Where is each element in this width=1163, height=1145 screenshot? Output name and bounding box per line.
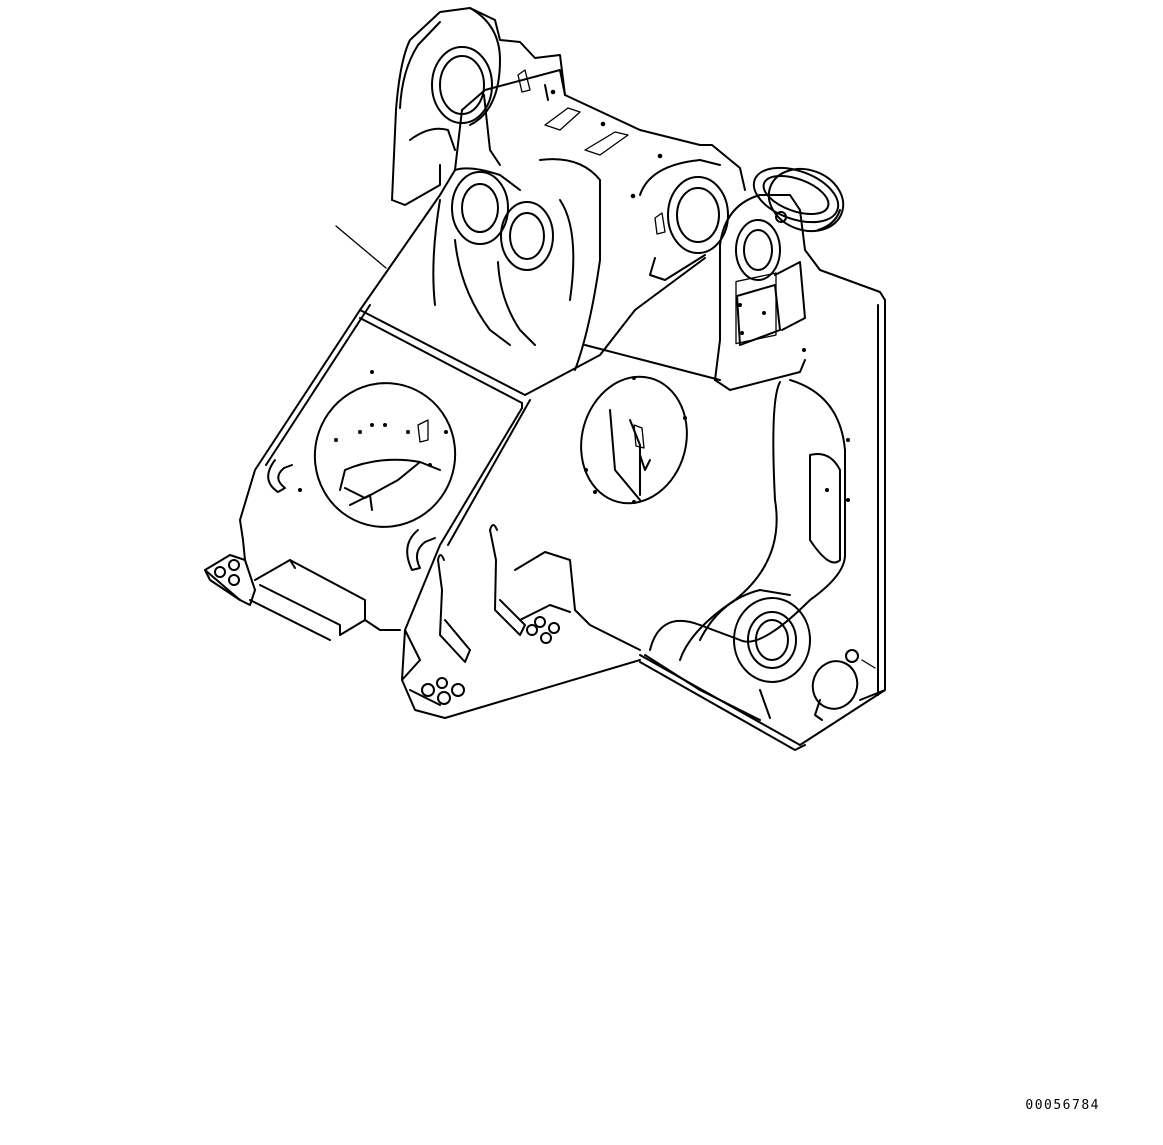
leader-line: [335, 225, 387, 269]
upper-pin-boss-bracket: [391, 7, 566, 206]
lifting-hooks: [267, 459, 436, 571]
central-upper-block: [359, 69, 746, 371]
drawing-number: 00056784: [1025, 1098, 1100, 1113]
left-mounting-pad: [204, 539, 401, 641]
right-pin-boss: [630, 159, 729, 281]
right-upright-bracket: [714, 166, 886, 391]
bottom-center-mount: [401, 524, 806, 751]
main-frame-body: [239, 257, 886, 746]
